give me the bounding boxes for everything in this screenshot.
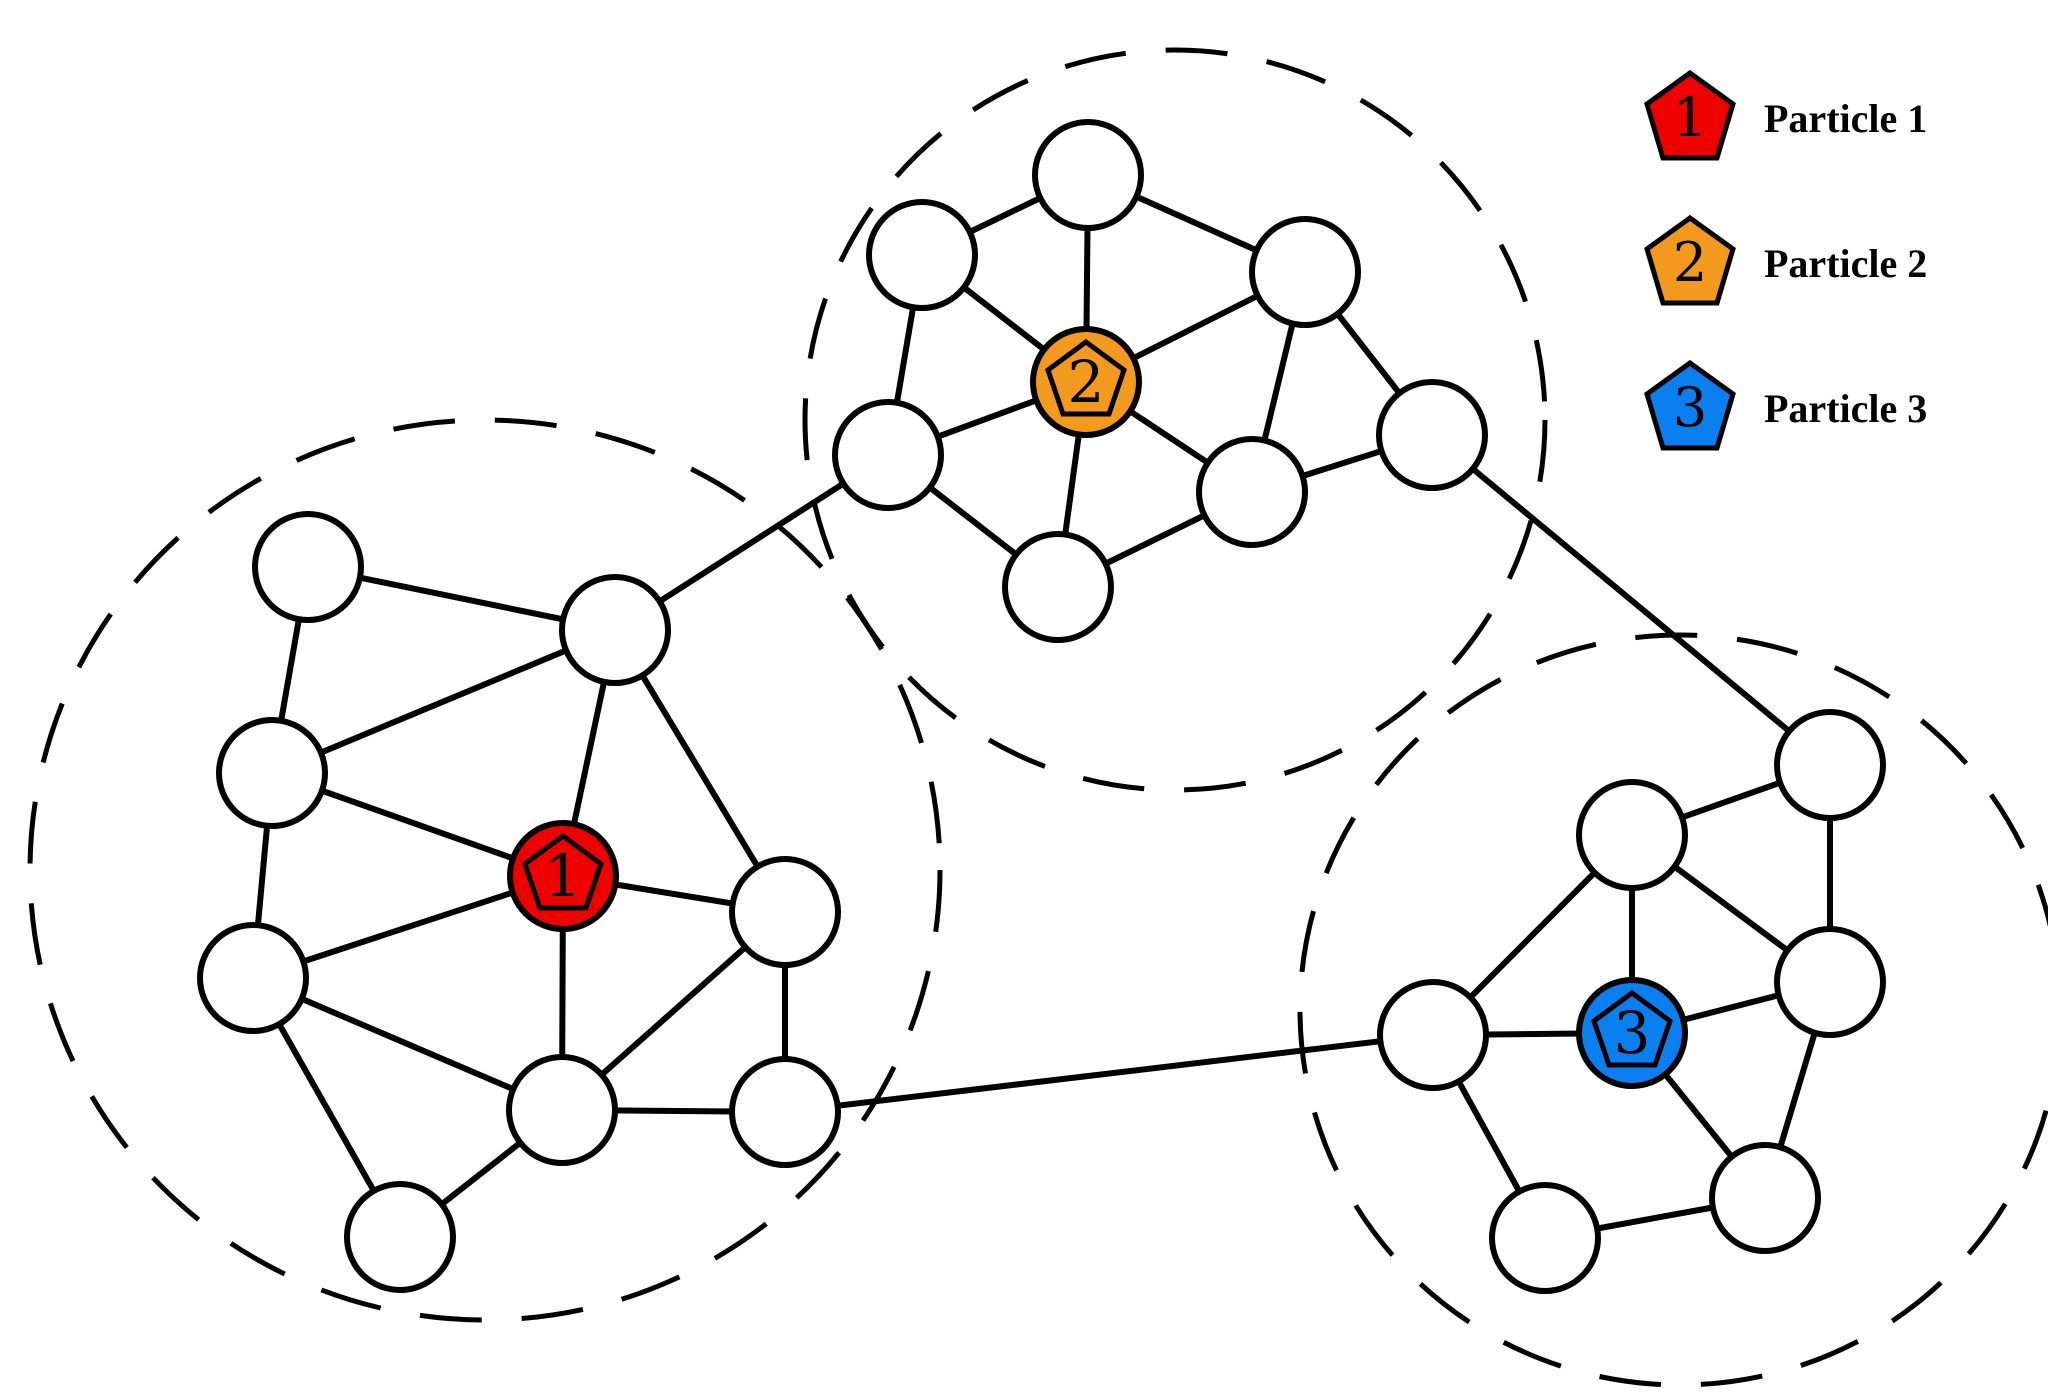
particle-number: 3 bbox=[1614, 999, 1651, 1067]
network-node bbox=[1249, 216, 1361, 328]
legend-marker-number: 1 bbox=[1673, 86, 1707, 149]
edge bbox=[270, 627, 617, 776]
network-node bbox=[252, 511, 364, 623]
pentagon-icon bbox=[1591, 989, 1673, 1068]
particle-number: 1 bbox=[545, 842, 582, 910]
pentagon-icon bbox=[1644, 359, 1736, 451]
network-node bbox=[832, 399, 944, 511]
pentagon-icon bbox=[522, 832, 604, 911]
pentagon-icon bbox=[1644, 214, 1736, 306]
network-node bbox=[559, 574, 671, 686]
network-node bbox=[1002, 531, 1114, 643]
particle-node-3: 3 bbox=[1576, 977, 1688, 1089]
network-node bbox=[866, 199, 978, 311]
network-node bbox=[344, 1181, 456, 1293]
legend-item-particle-2: 2 Particle 2 bbox=[1644, 214, 1927, 306]
network-node bbox=[506, 1054, 618, 1166]
legend-marker-number: 3 bbox=[1673, 376, 1707, 439]
pentagon-icon bbox=[1644, 69, 1736, 161]
network-node bbox=[1376, 379, 1488, 491]
network-node bbox=[1032, 119, 1144, 231]
network-node bbox=[1774, 709, 1886, 821]
network-node bbox=[1774, 926, 1886, 1038]
network-node bbox=[1489, 1182, 1601, 1294]
legend-label: Particle 3 bbox=[1764, 386, 1927, 431]
edge bbox=[251, 975, 564, 1113]
network-node bbox=[216, 717, 328, 829]
cluster-boundary-3 bbox=[1297, 632, 2048, 1388]
network-node bbox=[1377, 979, 1489, 1091]
particle-number: 2 bbox=[1068, 348, 1105, 416]
legend-marker-number: 2 bbox=[1673, 231, 1707, 294]
network-node bbox=[1576, 779, 1688, 891]
network-node bbox=[197, 922, 309, 1034]
network-node bbox=[729, 856, 841, 968]
particle-node-1: 1 bbox=[507, 820, 619, 932]
pentagon-icon bbox=[1045, 338, 1127, 417]
network-nodes bbox=[197, 119, 1886, 1294]
cluster-boundary-2 bbox=[802, 47, 1548, 793]
network-edges bbox=[250, 172, 1833, 1241]
legend-label: Particle 1 bbox=[1764, 96, 1927, 141]
legend-item-particle-1: 1 Particle 1 bbox=[1644, 69, 1927, 161]
network-node bbox=[1709, 1142, 1821, 1254]
network-node bbox=[729, 1056, 841, 1168]
cluster-boundaries bbox=[27, 47, 2048, 1388]
legend: 1 Particle 1 2 Particle 2 3 Particle 3 bbox=[1644, 69, 1927, 451]
legend-label: Particle 2 bbox=[1764, 241, 1927, 286]
network-node bbox=[1196, 436, 1308, 548]
inter-cluster-edge bbox=[784, 1032, 1434, 1115]
legend-item-particle-3: 3 Particle 3 bbox=[1644, 359, 1927, 451]
particle-node-2: 2 bbox=[1030, 326, 1142, 438]
inter-cluster-edge bbox=[1430, 432, 1832, 768]
cluster-boundary-1 bbox=[27, 417, 943, 1323]
